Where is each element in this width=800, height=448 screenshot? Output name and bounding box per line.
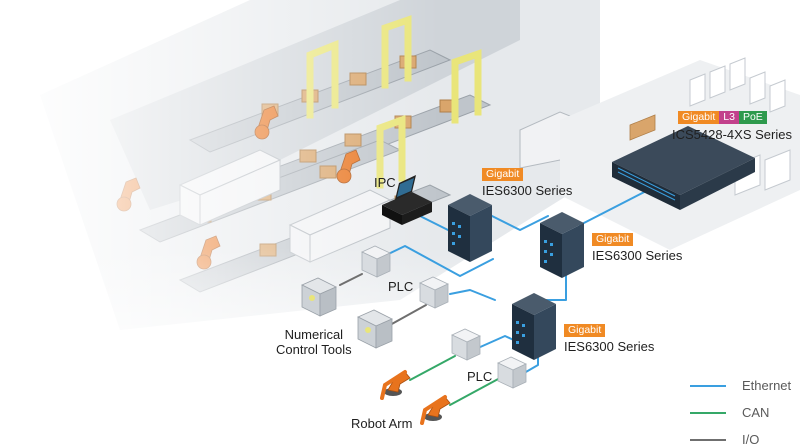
numerical-control-label: Numerical Control Tools — [276, 327, 352, 357]
plc-device — [497, 356, 527, 389]
poe-badge: PoE — [738, 111, 767, 124]
core-switch-label: ICS5428-4XS Series — [672, 127, 792, 142]
gigabit-badge: Gigabit — [482, 168, 524, 181]
plc-label-lower: PLC — [467, 369, 493, 384]
ies6300-switch-3 — [512, 293, 556, 360]
ethernet-link — [379, 245, 494, 277]
ethernet-swatch — [690, 385, 726, 387]
can-swatch — [690, 412, 726, 414]
numerical-control-tool — [357, 309, 393, 349]
legend-item-ethernet: Ethernet — [690, 378, 800, 394]
io-swatch — [690, 439, 726, 441]
ies6300-switch-2 — [540, 212, 584, 278]
gigabit-badge: Gigabit — [678, 111, 720, 124]
io-link — [339, 273, 363, 286]
can-link — [449, 377, 501, 406]
plc-device — [419, 276, 449, 309]
io-link — [389, 304, 427, 326]
robot-arm — [380, 370, 411, 400]
l3-badge: L3 — [719, 111, 739, 124]
plc-label-upper: PLC — [388, 279, 414, 294]
ipc-label: IPC — [374, 175, 396, 190]
ethernet-link — [489, 214, 549, 231]
ipc-computer — [382, 175, 432, 225]
ethernet-link — [449, 289, 496, 301]
ethernet-link — [544, 267, 567, 301]
feature-badges-switch3: Gigabit — [564, 324, 606, 337]
feature-badges-core: Gigabit L3 PoE — [678, 111, 767, 124]
legend-label: CAN — [742, 405, 770, 420]
feature-badges-switch2: Gigabit — [592, 233, 634, 246]
numerical-control-tool — [301, 277, 337, 317]
feature-badges-switch1: Gigabit — [482, 168, 524, 181]
legend-item-io: I/O — [690, 432, 800, 448]
plc-device — [451, 328, 481, 361]
switch1-label: IES6300 Series — [482, 183, 573, 198]
gigabit-badge: Gigabit — [592, 233, 634, 246]
robot-arm-label: Robot Arm — [351, 416, 413, 431]
ies6300-switch-1 — [448, 194, 492, 262]
can-link — [409, 355, 456, 381]
switch2-label: IES6300 Series — [592, 248, 683, 263]
plc-device — [361, 245, 391, 278]
legend-label: I/O — [742, 432, 760, 447]
switch3-label: IES6300 Series — [564, 339, 655, 354]
robot-arm — [420, 395, 451, 425]
legend-label: Ethernet — [742, 378, 792, 393]
ethernet-link — [417, 214, 453, 233]
core-switch-ics5428 — [612, 126, 755, 210]
legend-item-can: CAN — [690, 405, 800, 421]
gigabit-badge: Gigabit — [564, 324, 606, 337]
